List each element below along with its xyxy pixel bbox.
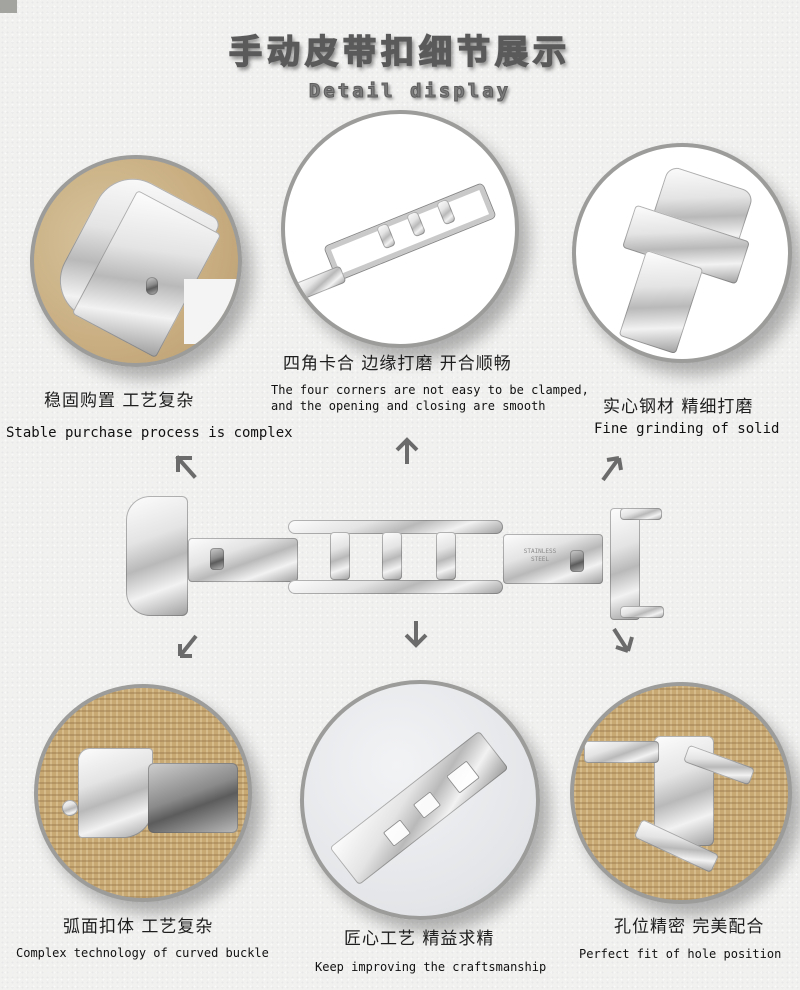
detail-title-top-left: 稳固购置 工艺复杂 xyxy=(44,391,195,411)
detail-photo-top-left xyxy=(30,155,242,367)
detail-caption-bottom-right: Perfect fit of hole position xyxy=(579,947,782,961)
detail-photo-bottom-center xyxy=(300,680,540,920)
buckle-left-pin xyxy=(210,548,224,570)
arrow-down-left-icon xyxy=(172,632,202,662)
detail-title-top-right: 实心钢材 精细打磨 xyxy=(603,397,754,417)
buckle-frame-top xyxy=(288,520,503,534)
buckle-right-hook-bottom xyxy=(620,606,664,618)
detail-caption-bottom-center: Keep improving the craftsmanship xyxy=(315,960,547,974)
buckle-left-cap xyxy=(126,496,188,616)
detail-photo-bottom-right xyxy=(570,682,792,904)
buckle-right-plate: STAINLESS STEEL xyxy=(503,534,603,584)
arrow-up-left-icon xyxy=(170,450,200,480)
page-title-cn: 手动皮带扣细节展示 xyxy=(228,31,571,72)
arrow-up-icon xyxy=(392,436,422,466)
buckle-hinge xyxy=(293,265,347,301)
buckle-right-hook xyxy=(610,508,640,620)
buckle-pin-head xyxy=(62,800,78,816)
buckle-right-hook-top xyxy=(620,508,662,520)
hinge-link xyxy=(584,741,659,763)
detail-caption-top-left: Stable purchase process is complex xyxy=(6,425,293,441)
buckle-frame-bottom xyxy=(288,580,503,594)
corner-tab xyxy=(0,0,17,13)
detail-title-bottom-right: 孔位精密 完美配合 xyxy=(614,917,765,937)
buckle-blade xyxy=(618,249,704,355)
stainless-steel-stamp: STAINLESS STEEL xyxy=(515,548,565,564)
arrow-down-icon xyxy=(401,619,431,649)
curved-buckle-body xyxy=(78,748,153,838)
strap-white xyxy=(184,279,238,344)
buckle-inner-channel xyxy=(148,763,238,833)
stamp-line-1: STAINLESS xyxy=(523,548,557,555)
buckle-pin xyxy=(146,277,158,295)
arrow-up-right-icon xyxy=(597,452,627,482)
buckle-bar-2 xyxy=(382,532,402,580)
detail-title-top-center: 四角卡合 边缘打磨 开合顺畅 xyxy=(283,354,512,374)
detail-title-bottom-center: 匠心工艺 精益求精 xyxy=(344,929,495,949)
buckle-bar-3 xyxy=(436,532,456,580)
detail-caption-top-right: Fine grinding of solid xyxy=(594,421,780,437)
detail-title-bottom-left: 弧面扣体 工艺复杂 xyxy=(63,917,214,937)
buckle-left-hinge xyxy=(188,538,298,582)
detail-caption-top-center-line2: and the opening and closing are smooth xyxy=(271,399,546,413)
center-buckle-product: STAINLESS STEEL xyxy=(120,488,680,623)
buckle-right-pin xyxy=(570,550,584,572)
detail-photo-bottom-left xyxy=(34,684,252,902)
detail-photo-top-center xyxy=(281,110,519,348)
detail-caption-bottom-left: Complex technology of curved buckle xyxy=(16,946,269,960)
detail-caption-top-center-line1: The four corners are not easy to be clam… xyxy=(271,383,589,397)
page-title-en: Detail display xyxy=(308,80,512,103)
arrow-down-right-icon xyxy=(608,625,638,655)
stamp-line-2: STEEL xyxy=(530,556,550,563)
buckle-frame xyxy=(324,183,495,280)
detail-photo-top-right xyxy=(572,143,792,363)
buckle-bar-1 xyxy=(330,532,350,580)
